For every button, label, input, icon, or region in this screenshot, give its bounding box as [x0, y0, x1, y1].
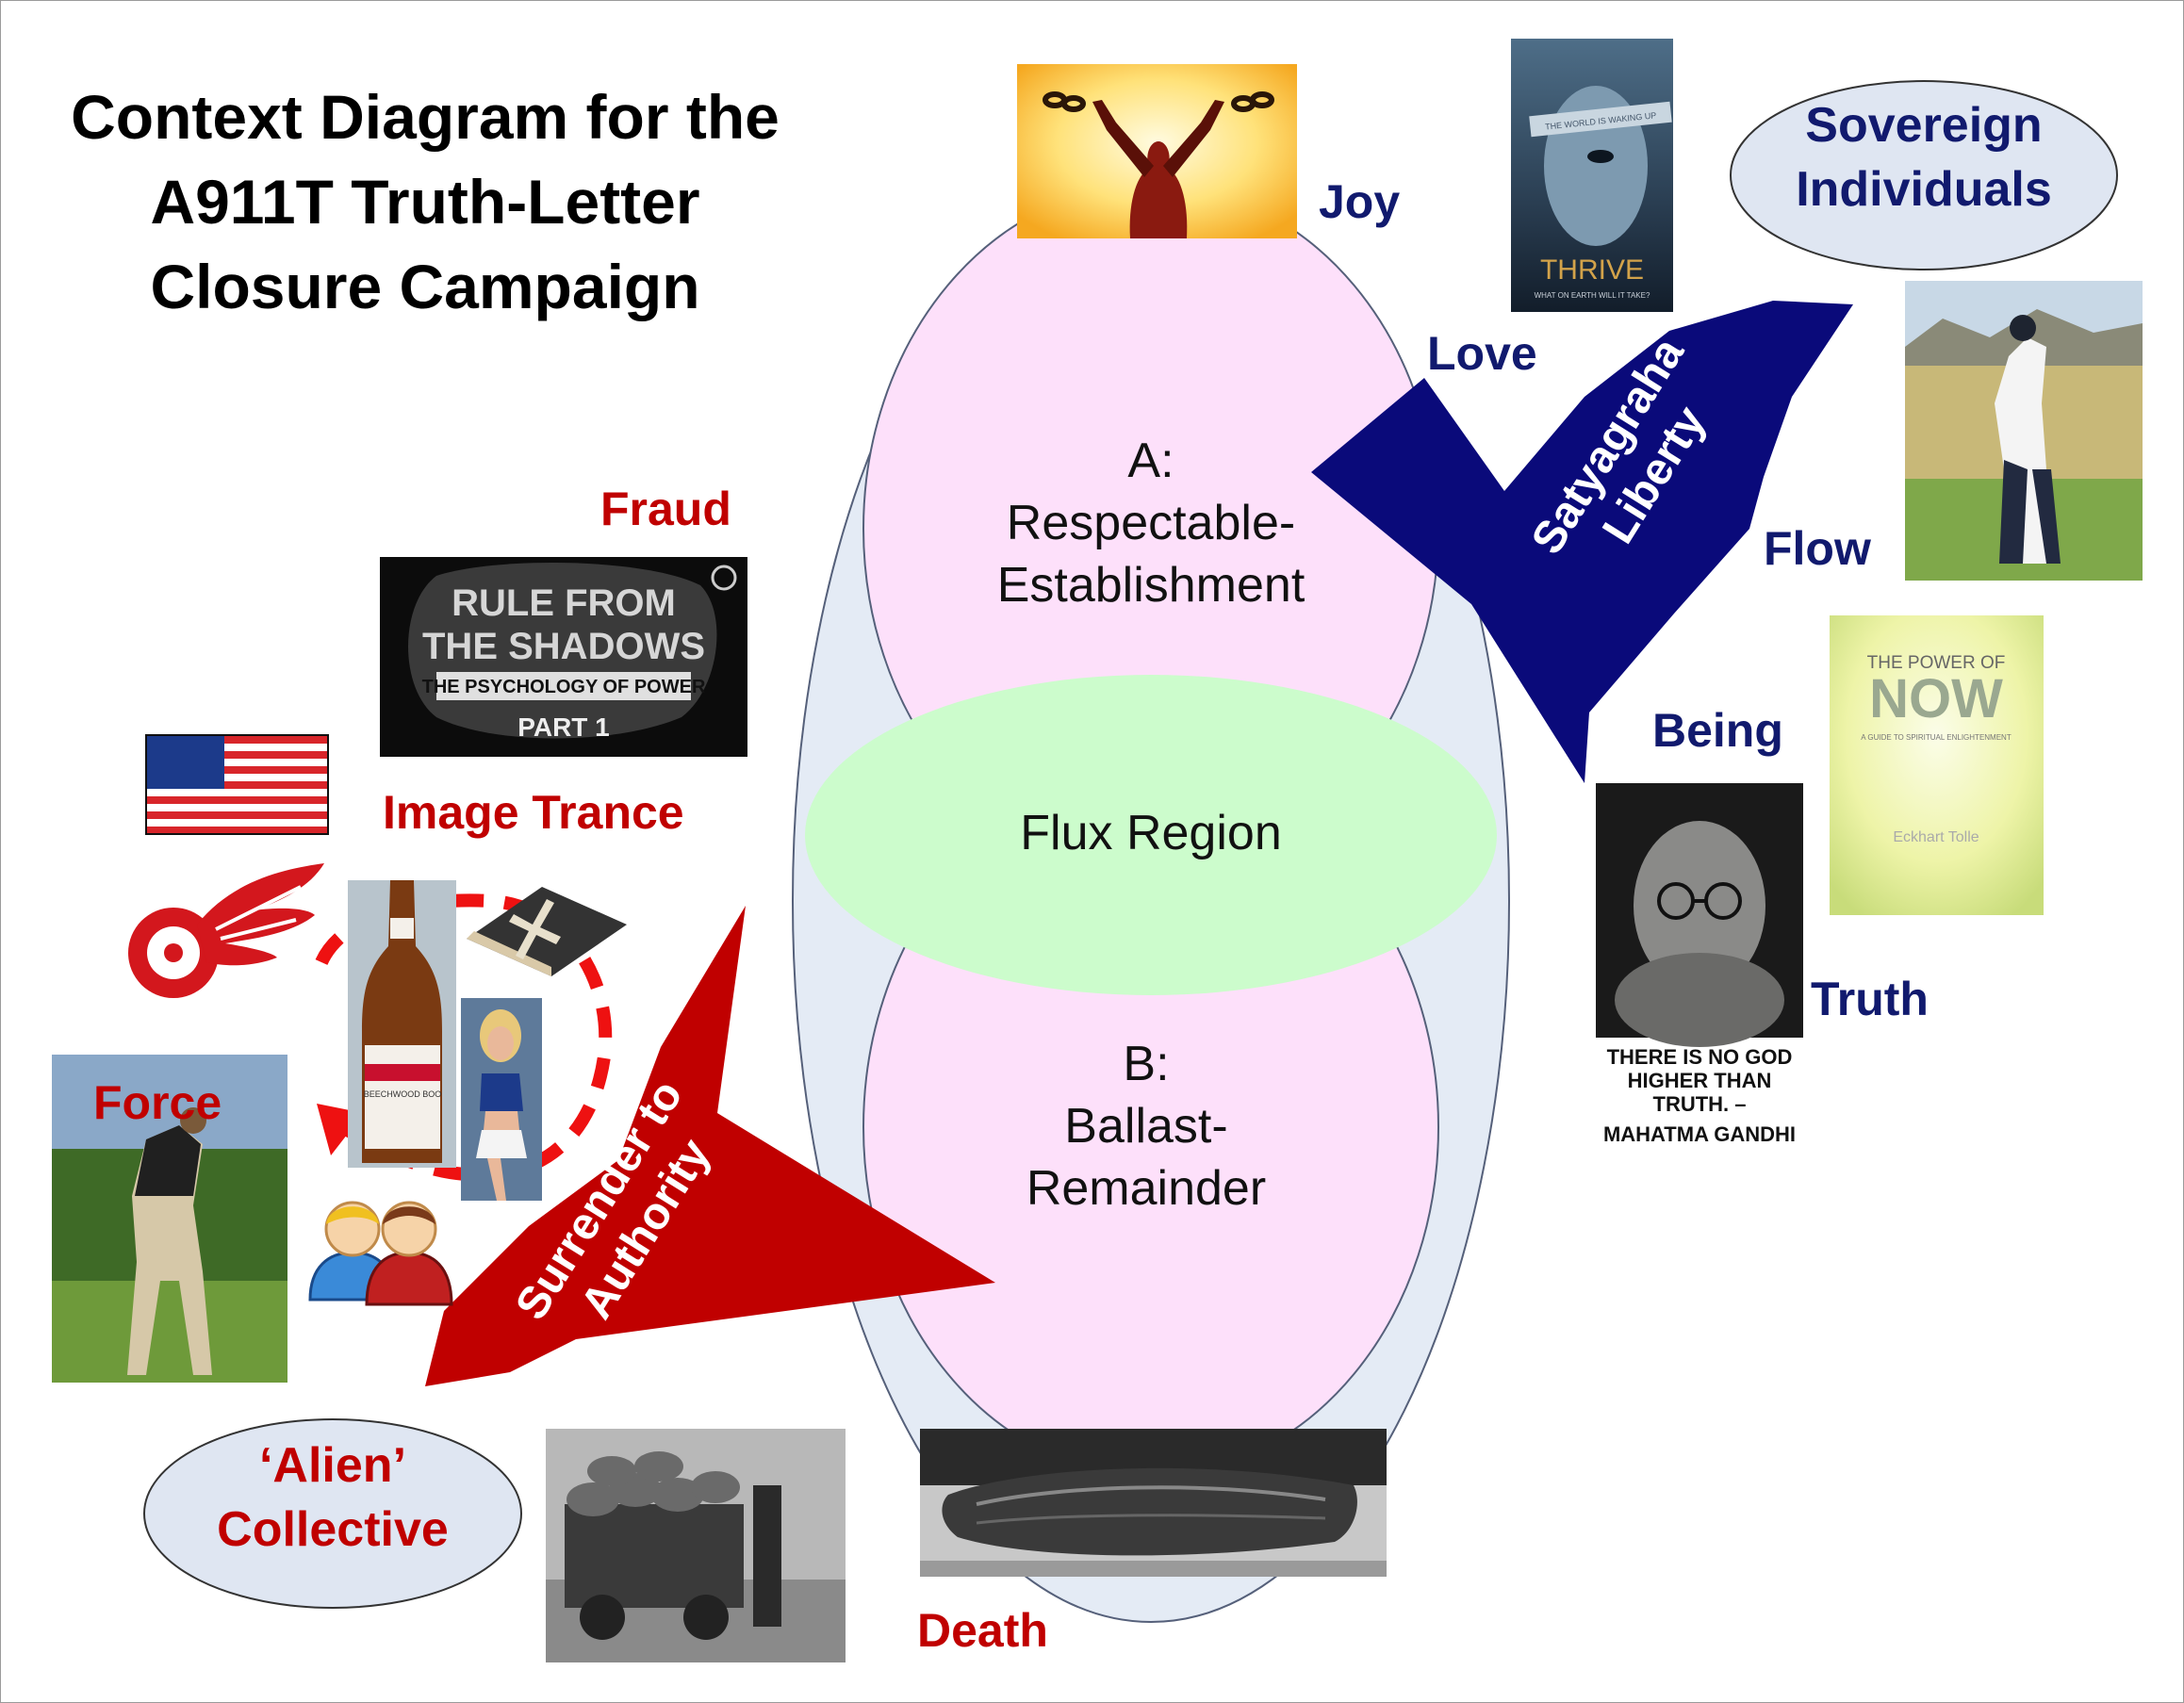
- people-icon: [308, 1201, 453, 1306]
- rule-title-line2: THE SHADOWS: [422, 626, 705, 667]
- alien-line2: Collective: [217, 1502, 449, 1557]
- region-b-name-line1: Ballast-: [1064, 1099, 1228, 1154]
- thrive-title: THRIVE: [1540, 254, 1644, 286]
- sovereign-oval: [1730, 80, 2118, 270]
- region-a-text: A: Respectable- Establishment: [868, 430, 1434, 616]
- gandhi-quote-line3: TRUTH. –: [1653, 1092, 1747, 1116]
- bible-cross-image: [467, 887, 627, 976]
- gandhi-quote-line4: MAHATMA GANDHI: [1603, 1122, 1796, 1146]
- power-of-now-line1: THE POWER OF: [1867, 653, 2006, 673]
- golfer-flow-image: [1905, 281, 2143, 581]
- truck-image: [546, 1429, 846, 1662]
- region-b-text: B: Ballast- Remainder: [863, 1033, 1429, 1220]
- broken-chains-image: [1017, 64, 1297, 238]
- cheerleader-image: [461, 998, 542, 1201]
- gandhi-quote-line2: HIGHER THAN: [1628, 1069, 1772, 1092]
- thrive-tagline: WHAT ON EARTH WILL IT TAKE?: [1535, 291, 1650, 300]
- region-a-name-line2: Establishment: [996, 558, 1305, 613]
- satyagraha-arrow: [1311, 301, 1853, 783]
- region-a-label: A:: [1127, 434, 1174, 488]
- force-label: Force: [93, 1076, 222, 1129]
- death-label: Death: [917, 1604, 1048, 1657]
- joy-label: Joy: [1319, 175, 1401, 228]
- rule-from-shadows-image: RULE FROM THE SHADOWS THE PSYCHOLOGY OF …: [380, 557, 747, 757]
- sovereign-text: Sovereign Individuals: [1735, 93, 2112, 221]
- rule-title-line1: RULE FROM: [452, 582, 676, 624]
- power-of-now-subtitle: A GUIDE TO SPIRITUAL ENLIGHTENMENT: [1861, 733, 2012, 742]
- casket-image: [920, 1429, 1387, 1577]
- power-of-now-line2: NOW: [1869, 668, 2003, 729]
- beer-bottle-image: BEECHWOOD BOO: [348, 880, 456, 1168]
- page-title: Context Diagram for the A911T Truth-Lett…: [71, 82, 780, 321]
- beer-label-text: BEECHWOOD BOO: [364, 1089, 442, 1099]
- gandhi-quote-line1: THERE IS NO GOD: [1607, 1045, 1793, 1069]
- sovereign-line2: Individuals: [1796, 162, 2052, 217]
- region-b-name-line2: Remainder: [1026, 1161, 1267, 1216]
- power-of-now-image: THE POWER OF NOW A GUIDE TO SPIRITUAL EN…: [1830, 615, 2044, 915]
- flux-region-label: Flux Region: [1020, 806, 1282, 860]
- alien-text: ‘Alien’ Collective: [144, 1433, 521, 1562]
- being-label: Being: [1652, 704, 1783, 757]
- golfer-force-image: [52, 1055, 287, 1383]
- us-flag-image: [145, 734, 329, 835]
- alien-line1: ‘Alien’: [258, 1438, 407, 1493]
- rule-part: PART 1: [517, 712, 610, 742]
- region-b-label: B:: [1123, 1037, 1170, 1091]
- flow-label: Flow: [1764, 522, 1871, 575]
- surrender-arrow: [425, 906, 995, 1386]
- gandhi-poster-image: THERE IS NO GOD HIGHER THAN TRUTH. – MAH…: [1596, 783, 1803, 1160]
- truth-label: Truth: [1811, 973, 1929, 1025]
- region-a-name-line1: Respectable-: [1006, 496, 1296, 550]
- love-label: Love: [1427, 327, 1537, 380]
- power-of-now-author: Eckhart Tolle: [1893, 829, 1979, 845]
- image-trance-label: Image Trance: [383, 786, 684, 839]
- flux-region-ellipse: [805, 675, 1497, 995]
- thrive-poster-image: THE WORLD IS WAKING UP THRIVE WHAT ON EA…: [1511, 39, 1673, 312]
- alien-oval: [143, 1418, 522, 1609]
- sovereign-line1: Sovereign: [1805, 98, 2043, 153]
- fraud-label: Fraud: [600, 483, 731, 535]
- red-wings-logo: [128, 863, 324, 998]
- rule-subtitle: THE PSYCHOLOGY OF POWER: [422, 677, 706, 697]
